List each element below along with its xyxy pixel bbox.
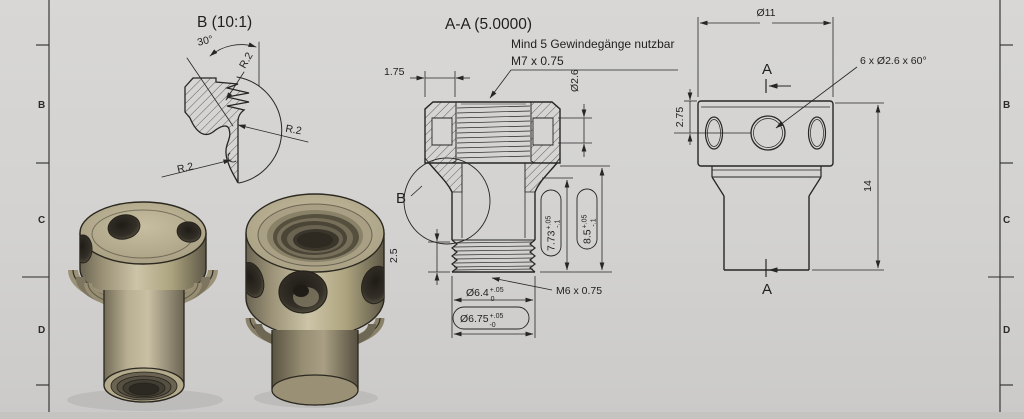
render2-stem-bottom (271, 374, 359, 406)
dim-text: 1.75 (384, 66, 405, 78)
dim-text: Ø6.75+.05-0 (460, 313, 504, 329)
row-letter-right-b: B (1003, 100, 1010, 111)
internal-thread-lines (455, 102, 532, 161)
dim-1-75: 1.75 (384, 66, 470, 97)
holes-note-callout: 6 x Ø2.6 x 60° (775, 55, 927, 129)
dim-text: 7.73+.05-.1 (546, 216, 562, 251)
ext-thread-text: M6 x 0.75 (556, 285, 602, 297)
section-view-aa: A-A (5.0000) Mind 5 Gewindegänge nutzbar… (384, 16, 678, 338)
row-letter-right-d: D (1003, 325, 1010, 336)
bottom-strip (0, 412, 1024, 419)
render2-thread-ring (297, 232, 333, 248)
holes-note-text: 6 x Ø2.6 x 60° (860, 55, 927, 67)
dim-text: 2.5 (388, 248, 400, 263)
render1-hole (176, 221, 202, 243)
render2-hole (361, 265, 384, 305)
radius-dim-text: R.2 (176, 160, 195, 175)
dim-hole-dia: Ø2.6 (558, 69, 592, 157)
thread-note: Mind 5 Gewindegänge nutzbar M7 x 0.75 (489, 37, 678, 99)
external-thread-lines (453, 241, 534, 271)
render-iso-front (67, 201, 223, 411)
section-label: A (762, 61, 772, 78)
render1-hole (80, 234, 93, 264)
dim-text: 14 (862, 180, 874, 192)
dim-text: 2.75 (674, 107, 686, 128)
detail-clip-arc (236, 76, 283, 184)
sheet-frame (22, 0, 1014, 419)
thread-note-line1: Mind 5 Gewindegänge nutzbar (511, 37, 674, 51)
render1-head-top (79, 201, 207, 265)
dim-insp-773: 7.73+.05-.1 (540, 177, 612, 273)
dim-height: 14 (812, 102, 884, 271)
detail-circle-label: B (396, 190, 406, 207)
dim-offset: 2.75 (674, 89, 697, 145)
detail-section-material (184, 77, 250, 184)
row-letter-left-b: B (38, 100, 45, 111)
front-view: Ø11 A 6 x Ø2.6 x 60° 2.75 (674, 7, 927, 298)
detail-circle-b: B (396, 157, 491, 245)
section-hatch-right-wall (530, 101, 561, 164)
section-label: A (762, 281, 772, 298)
dim-text: Ø2.6 (569, 69, 581, 92)
thread-note-line2: M7 x 0.75 (511, 54, 564, 68)
detail-view-b: B (10:1) 30° R.2 R.2 (161, 14, 309, 184)
render1-hole (107, 214, 141, 240)
row-letter-right-c: C (1003, 215, 1010, 226)
section-hatch-neck-right (524, 162, 558, 193)
section-hatch-neck-left (428, 162, 463, 193)
detail-view-title: B (10:1) (197, 14, 252, 31)
render-top-view (245, 193, 385, 408)
frame-row-letters: B C D B C D (38, 100, 1010, 336)
dim-od: Ø11 (697, 7, 834, 97)
dim-insp-85: 8.5+.05-.1 (560, 165, 610, 271)
render2-hole-core (293, 285, 309, 297)
section-arrow-bottom: A (762, 259, 791, 298)
ext-thread-callout: M6 x 0.75 (491, 277, 602, 297)
section-arrow-top: A (762, 61, 791, 93)
dim-major-dia: Ø6.75+.05-0 (452, 306, 534, 337)
render1-thread-ring (128, 382, 160, 396)
row-letter-left-c: C (38, 215, 45, 226)
section-view-title: A-A (5.0000) (445, 16, 532, 33)
radius-callout-right: R.2 (237, 123, 309, 143)
radius-callout-bottom: R.2 (161, 159, 232, 178)
render2-hole (246, 262, 265, 298)
angle-dim-text: 30° (196, 33, 214, 48)
front-part-outline (674, 100, 834, 271)
section-hatch-left-wall (424, 101, 457, 164)
radius-dim-text: R.2 (237, 50, 256, 70)
dim-text: Ø11 (756, 7, 775, 19)
dim-text: 8.5+.05-.1 (582, 214, 598, 244)
radius-dim-text: R.2 (284, 123, 302, 138)
dim-thread-length: 2.5 (388, 229, 450, 285)
row-letter-left-d: D (38, 325, 45, 336)
